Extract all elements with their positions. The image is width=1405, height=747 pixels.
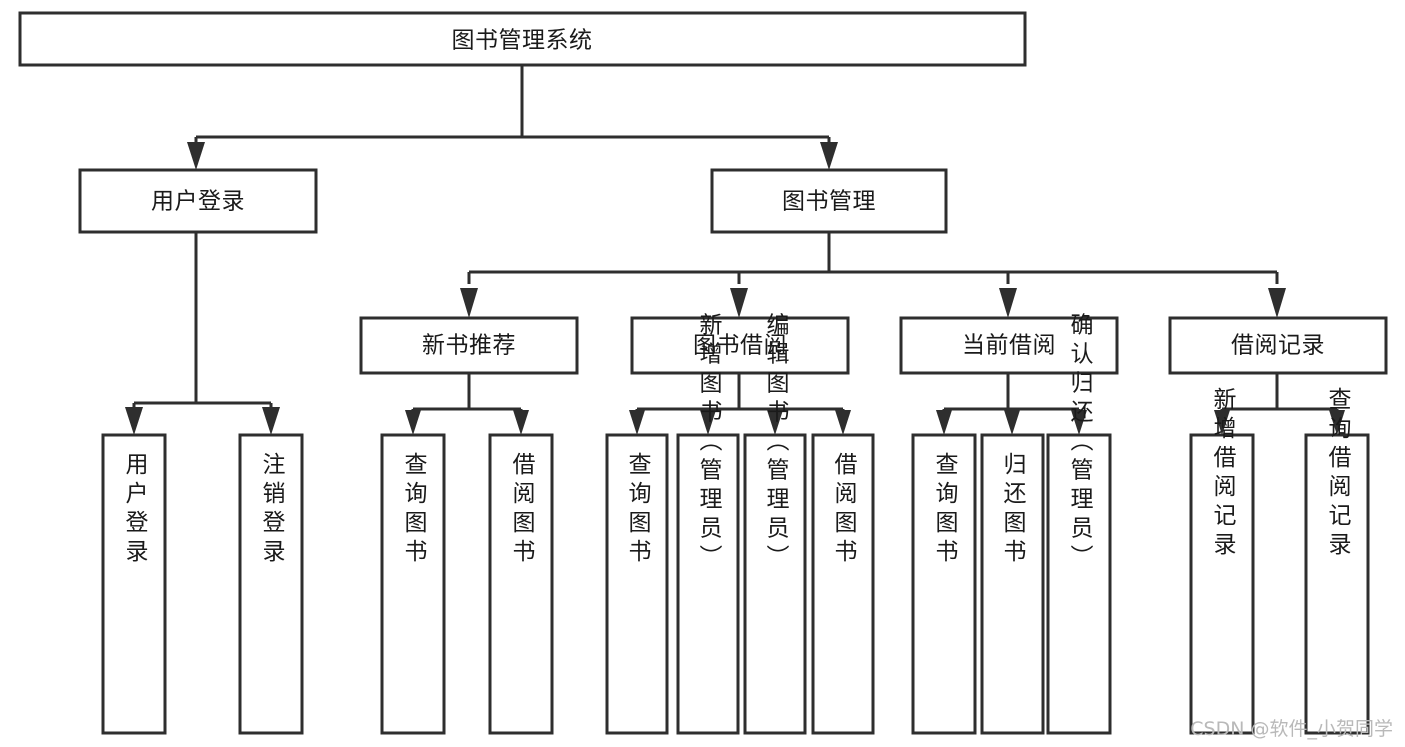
arrow-to-userlogin bbox=[187, 142, 205, 170]
node-book-management-label: 图书管理 bbox=[782, 189, 876, 215]
node-leaf-newbook-query-book-label: 查询图书 bbox=[400, 452, 428, 568]
node-current-borrow-box[interactable] bbox=[899, 316, 1119, 375]
node-user-login-label: 用户登录 bbox=[151, 189, 245, 215]
arrow-to-bookmgmt bbox=[820, 142, 838, 170]
node-leaf-record-query-box[interactable] bbox=[1304, 433, 1370, 735]
node-leaf-newbook-query-book[interactable]: 查询图书 bbox=[380, 433, 446, 735]
node-leaf-user-login-label: 用户登录 bbox=[121, 452, 149, 568]
node-leaf-current-query-book-label: 查询图书 bbox=[931, 452, 959, 568]
node-leaf-current-return-book-label: 归还图书 bbox=[999, 452, 1027, 568]
arrow-newbook-leaf-2 bbox=[513, 410, 529, 435]
arrow-to-logout-leaf bbox=[262, 407, 280, 435]
node-leaf-borrow-query-book-box[interactable] bbox=[605, 433, 669, 735]
node-leaf-current-return-book-box[interactable] bbox=[980, 433, 1045, 735]
node-root-box[interactable] bbox=[18, 11, 1027, 67]
arrow-bookborrow-leaf-4 bbox=[835, 410, 851, 435]
node-new-book-recommend-label: 新书推荐 bbox=[422, 333, 516, 359]
node-book-management-box[interactable] bbox=[710, 168, 948, 234]
arrow-currentborrow-leaf-3 bbox=[1071, 410, 1087, 435]
node-leaf-newbook-borrow-book[interactable]: 借阅图书 bbox=[488, 433, 554, 735]
node-leaf-newbook-borrow-book-label: 借阅图书 bbox=[508, 452, 536, 568]
node-leaf-borrow-borrow-book[interactable]: 借阅图书 bbox=[811, 433, 875, 735]
node-root-label: 图书管理系统 bbox=[452, 28, 593, 54]
node-leaf-logout-box[interactable] bbox=[238, 433, 304, 735]
node-leaf-user-login[interactable]: 用户登录 bbox=[101, 433, 167, 735]
node-borrow-record-box[interactable] bbox=[1168, 316, 1388, 375]
node-leaf-borrow-query-book[interactable]: 查询图书 bbox=[605, 433, 669, 735]
node-leaf-current-confirm-return[interactable]: 确认归还（管理员） bbox=[1046, 313, 1112, 735]
node-borrow-record[interactable]: 借阅记录 bbox=[1168, 316, 1388, 375]
node-leaf-newbook-borrow-book-box[interactable] bbox=[488, 433, 554, 735]
node-leaf-newbook-query-book-box[interactable] bbox=[380, 433, 446, 735]
node-leaf-borrow-add-book-box[interactable] bbox=[676, 433, 740, 735]
arrow-to-currentborrow bbox=[999, 288, 1017, 318]
arrow-to-borrowrecord bbox=[1268, 288, 1286, 318]
node-leaf-logout-label: 注销登录 bbox=[258, 452, 286, 568]
node-user-login[interactable]: 用户登录 bbox=[78, 168, 318, 234]
node-root[interactable]: 图书管理系统 bbox=[18, 11, 1027, 67]
arrow-bookborrow-leaf-2 bbox=[700, 410, 716, 435]
node-current-borrow[interactable]: 当前借阅 bbox=[899, 316, 1119, 375]
node-leaf-borrow-edit-book[interactable]: 编辑图书（管理员） bbox=[743, 313, 807, 735]
node-leaf-current-query-book[interactable]: 查询图书 bbox=[911, 433, 977, 735]
node-book-borrow-label: 图书借阅 bbox=[693, 333, 787, 359]
node-book-borrow-box[interactable] bbox=[630, 316, 850, 375]
node-new-book-recommend[interactable]: 新书推荐 bbox=[359, 316, 579, 375]
node-leaf-record-query[interactable]: 查询借阅记录 bbox=[1304, 387, 1370, 735]
arrow-borrowrecord-leaf-2 bbox=[1329, 410, 1345, 435]
node-leaf-borrow-borrow-book-label: 借阅图书 bbox=[830, 452, 858, 568]
node-leaf-user-login-box[interactable] bbox=[101, 433, 167, 735]
node-leaf-borrow-edit-book-box[interactable] bbox=[743, 433, 807, 735]
arrow-borrowrecord-leaf-1 bbox=[1214, 410, 1230, 435]
node-leaf-borrow-add-book[interactable]: 新增图书（管理员） bbox=[676, 313, 740, 735]
arrow-currentborrow-leaf-2 bbox=[1004, 410, 1020, 435]
node-borrow-record-label: 借阅记录 bbox=[1231, 333, 1325, 359]
arrow-newbook-leaf-1 bbox=[405, 410, 421, 435]
node-current-borrow-label: 当前借阅 bbox=[962, 333, 1056, 359]
node-leaf-record-query-label: 查询借阅记录 bbox=[1324, 387, 1352, 561]
node-new-book-recommend-box[interactable] bbox=[359, 316, 579, 375]
node-leaf-record-add[interactable]: 新增借阅记录 bbox=[1189, 387, 1255, 735]
arrow-to-user-login-leaf bbox=[125, 407, 143, 435]
arrow-to-newbook bbox=[460, 288, 478, 318]
node-leaf-current-confirm-return-label: 确认归还（管理员） bbox=[1066, 313, 1094, 574]
arrow-bookborrow-leaf-1 bbox=[629, 410, 645, 435]
node-book-management[interactable]: 图书管理 bbox=[710, 168, 948, 234]
arrow-currentborrow-leaf-1 bbox=[936, 410, 952, 435]
node-leaf-current-confirm-return-box[interactable] bbox=[1046, 433, 1112, 735]
node-leaf-borrow-add-book-label: 新增图书（管理员） bbox=[695, 313, 723, 574]
node-leaf-borrow-query-book-label: 查询图书 bbox=[624, 452, 652, 568]
node-leaf-current-return-book[interactable]: 归还图书 bbox=[980, 433, 1045, 735]
node-leaf-current-query-book-box[interactable] bbox=[911, 433, 977, 735]
node-leaf-borrow-borrow-book-box[interactable] bbox=[811, 433, 875, 735]
node-book-borrow[interactable]: 图书借阅 bbox=[630, 316, 850, 375]
node-leaf-logout[interactable]: 注销登录 bbox=[238, 433, 304, 735]
node-leaf-record-add-label: 新增借阅记录 bbox=[1209, 387, 1237, 561]
node-leaf-record-add-box[interactable] bbox=[1189, 433, 1255, 735]
arrow-bookborrow-leaf-3 bbox=[767, 410, 783, 435]
arrow-to-bookborrow bbox=[730, 288, 748, 318]
node-user-login-box[interactable] bbox=[78, 168, 318, 234]
connector-layer bbox=[125, 65, 1345, 435]
node-leaf-borrow-edit-book-label: 编辑图书（管理员） bbox=[762, 313, 790, 574]
